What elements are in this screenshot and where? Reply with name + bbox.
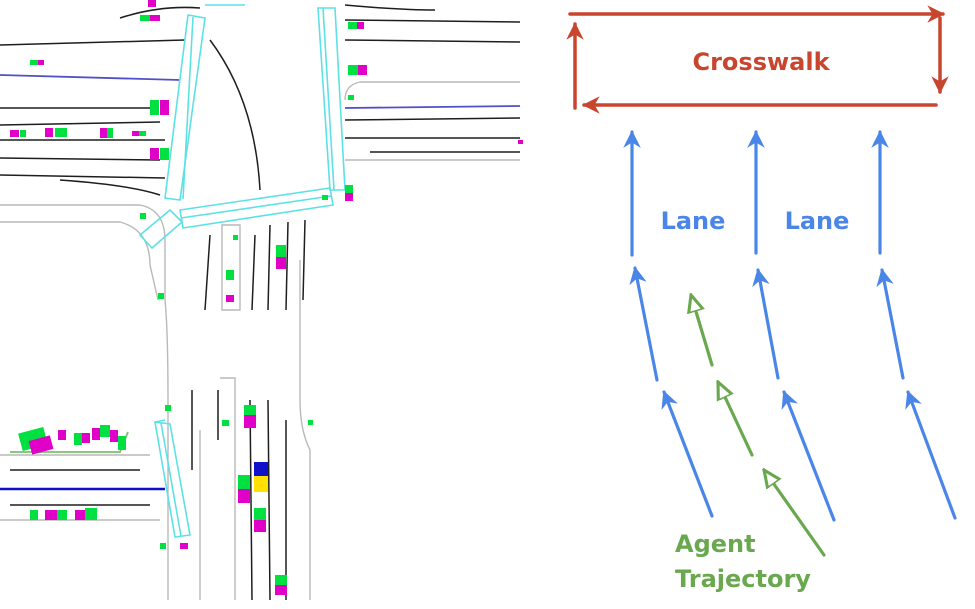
lane-2-segment-1 <box>781 390 836 522</box>
agent-trajectory-arrows <box>691 295 826 557</box>
crosswalk-polygon <box>566 5 949 114</box>
trajectory-segment-2 <box>716 382 754 457</box>
lane-2-segment-2 <box>752 268 780 380</box>
trajectory-segment-3 <box>691 295 714 367</box>
special-lanes <box>0 74 521 491</box>
lane-1-segment-1 <box>661 390 714 518</box>
road-edges <box>0 81 520 600</box>
lane-label-right: Lane <box>785 207 850 235</box>
lane-arrows <box>623 130 957 522</box>
lane-3-segment-2 <box>876 268 905 380</box>
lane-1-segment-2 <box>629 266 659 382</box>
lane-3-segment-1 <box>905 390 957 520</box>
map-agents <box>10 0 523 595</box>
crosswalk-label: Crosswalk <box>692 48 830 76</box>
hd-map <box>0 0 523 601</box>
schematic: Crosswalk Lane Lane Agent Trajectory <box>566 5 957 593</box>
agent-label-line1: Agent <box>675 530 756 558</box>
lane-label-left: Lane <box>661 207 726 235</box>
lane-lines <box>0 4 521 601</box>
map-crosswalks <box>138 4 346 538</box>
agent-label-line2: Trajectory <box>675 565 811 593</box>
trajectory-segment-1 <box>764 470 826 557</box>
